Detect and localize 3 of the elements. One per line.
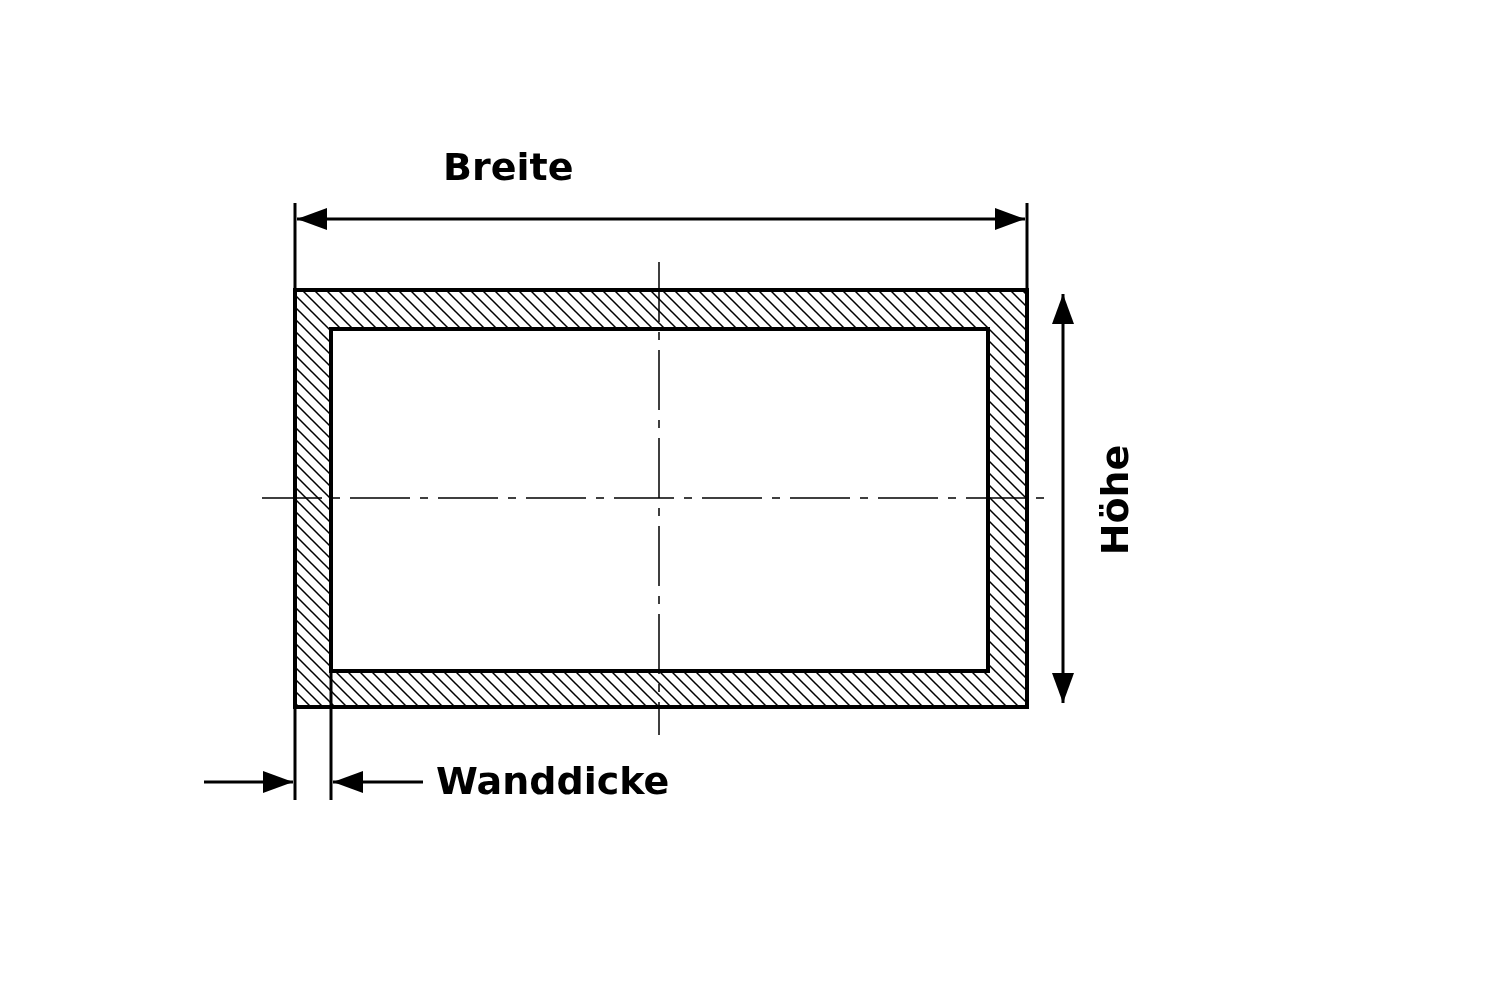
dimension-label: Breite (443, 148, 574, 186)
dimension-label: Höhe (1095, 444, 1134, 556)
dimension-label: Wanddicke (436, 762, 670, 800)
